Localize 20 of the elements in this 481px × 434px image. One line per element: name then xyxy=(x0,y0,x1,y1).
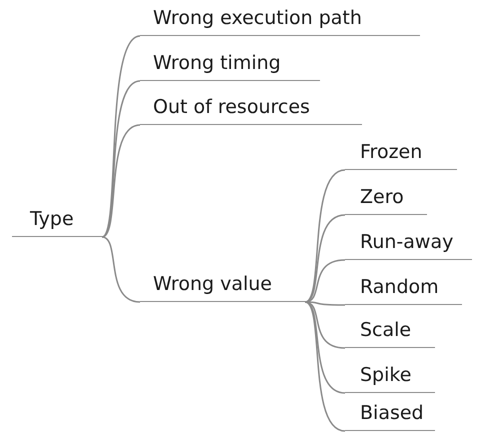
topic-label: Out of resources xyxy=(140,95,362,125)
branch-line xyxy=(304,301,346,349)
topic-label: Zero xyxy=(345,185,427,215)
topic-label: Run-away xyxy=(345,230,472,260)
topic-label: Type xyxy=(12,207,102,237)
branch-line xyxy=(102,236,140,303)
topic-label: Random xyxy=(345,275,462,305)
topic-label: Scale xyxy=(345,318,435,348)
topic-label: Frozen xyxy=(345,140,457,170)
topic-label: Wrong value xyxy=(140,272,305,302)
topic-label: Biased xyxy=(345,401,435,431)
topic-label: Wrong execution path xyxy=(140,6,420,36)
branch-line xyxy=(304,169,346,303)
topic-label: Spike xyxy=(345,363,435,393)
branch-line xyxy=(304,214,346,303)
topic-label: Wrong timing xyxy=(140,51,320,81)
branch-line xyxy=(304,301,346,394)
branch-line xyxy=(102,124,140,238)
branch-line xyxy=(102,80,140,238)
branch-line xyxy=(304,301,346,432)
